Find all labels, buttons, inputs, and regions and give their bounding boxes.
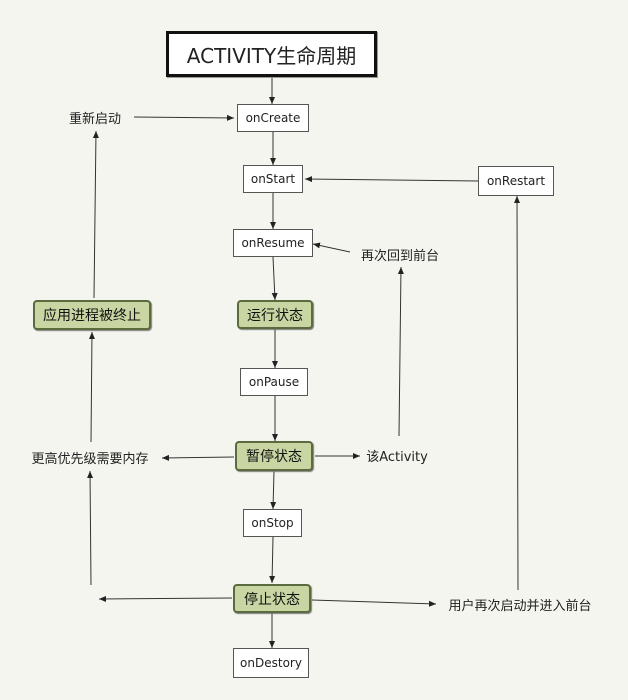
- restart-text: 重新启动: [68, 111, 121, 127]
- arrow-stopped-to-left: [98, 595, 233, 602]
- arrow-paused-to-higher-priority: [161, 454, 235, 461]
- running-state-label: 运行状态: [247, 307, 303, 324]
- oncreate-box: onCreate: [237, 104, 309, 132]
- arrow-user-restart-to-onrestart: [514, 195, 521, 591]
- arrow-this-activity-to-back-to-front: [397, 266, 404, 437]
- onresume-box: onResume: [233, 229, 313, 257]
- onpause-box: onPause: [240, 368, 308, 396]
- paused-state-label: 暂停状态: [246, 449, 302, 465]
- onstart-label: onStart: [250, 172, 296, 186]
- back-to-front-text: 再次回到前台: [360, 248, 439, 264]
- stopped-state-label: 停止状态: [244, 591, 300, 608]
- arrow-onresume-to-running: [271, 256, 278, 301]
- oncreate-label: onCreate: [245, 111, 301, 125]
- higher-priority-memory-label: 更高优先级需要内存: [20, 446, 160, 468]
- user-restart-label: 用户再次启动并进入前台: [437, 593, 603, 615]
- ondestory-label: onDestory: [240, 656, 302, 670]
- onresume-label: onResume: [241, 236, 305, 250]
- ondestory-box: onDestory: [233, 648, 309, 678]
- restart-label: 重新启动: [60, 106, 130, 128]
- arrow-stopped-to-user-restart: [311, 599, 437, 607]
- arrow-higher-priority-to-killed: [88, 331, 95, 443]
- diagram-title-text: ACTIVITY生命周期: [186, 43, 357, 68]
- onstop-label: onStop: [251, 516, 294, 530]
- onpause-label: onPause: [248, 375, 300, 389]
- arrow-left-up-to-higher-priority: [87, 470, 94, 586]
- killed-state-box: 应用进程被终止: [33, 300, 151, 330]
- arrow-paused-to-onstop: [270, 470, 277, 510]
- diagram-title: ACTIVITY生命周期: [166, 31, 377, 77]
- stopped-state-box: 停止状态: [233, 584, 311, 613]
- onrestart-label: onRestart: [486, 174, 546, 188]
- paused-state-box: 暂停状态: [235, 441, 313, 471]
- back-to-front-label: 再次回到前台: [352, 243, 448, 265]
- onstop-box: onStop: [243, 509, 302, 537]
- arrow-onrestart-to-onstart: [304, 176, 479, 183]
- arrow-restart-to-oncreate: [133, 114, 235, 121]
- user-restart-text: 用户再次启动并进入前台: [448, 598, 592, 614]
- onstart-box: onStart: [243, 165, 303, 193]
- arrow-back-to-front-to-onresume: [312, 242, 351, 253]
- running-state-box: 运行状态: [237, 300, 313, 329]
- killed-state-label: 应用进程被终止: [43, 308, 141, 324]
- this-activity-text: 该Activity: [366, 449, 428, 465]
- higher-priority-memory-text: 更高优先级需要内存: [31, 451, 149, 467]
- arrow-killed-to-restart: [92, 130, 99, 299]
- this-activity-label: 该Activity: [362, 444, 432, 466]
- onrestart-box: onRestart: [478, 166, 554, 196]
- arrow-onstop-to-stopped: [269, 536, 276, 584]
